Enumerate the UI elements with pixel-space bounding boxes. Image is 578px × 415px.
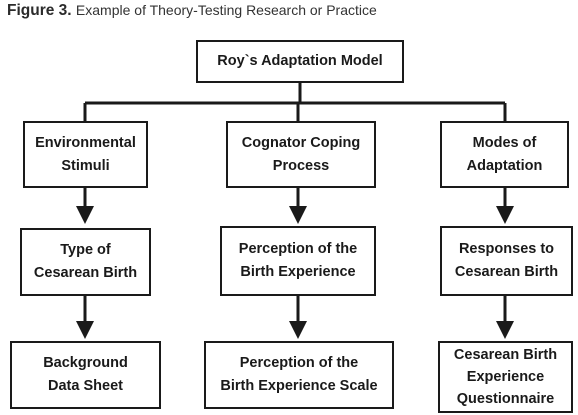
col3-concept-box: Modes of Adaptation — [440, 121, 569, 188]
col2-concept-box: Cognator Coping Process — [226, 121, 376, 188]
figure-number: Figure 3. — [7, 2, 72, 19]
col3-measure-box: Cesarean Birth Experience Questionnaire — [438, 341, 573, 413]
col1-measure-box: Background Data Sheet — [10, 341, 161, 409]
col2-measure-box: Perception of the Birth Experience Scale — [204, 341, 394, 409]
figure-caption: Figure 3. Example of Theory-Testing Rese… — [7, 2, 377, 20]
col2-variable-box: Perception of the Birth Experience — [220, 226, 376, 296]
col1-variable-box: Type of Cesarean Birth — [20, 228, 151, 296]
root-concept-box: Roy`s Adaptation Model — [196, 40, 404, 83]
figure-title: Example of Theory-Testing Research or Pr… — [75, 2, 377, 18]
col1-concept-box: Environmental Stimuli — [23, 121, 148, 188]
col3-variable-box: Responses to Cesarean Birth — [440, 226, 573, 296]
